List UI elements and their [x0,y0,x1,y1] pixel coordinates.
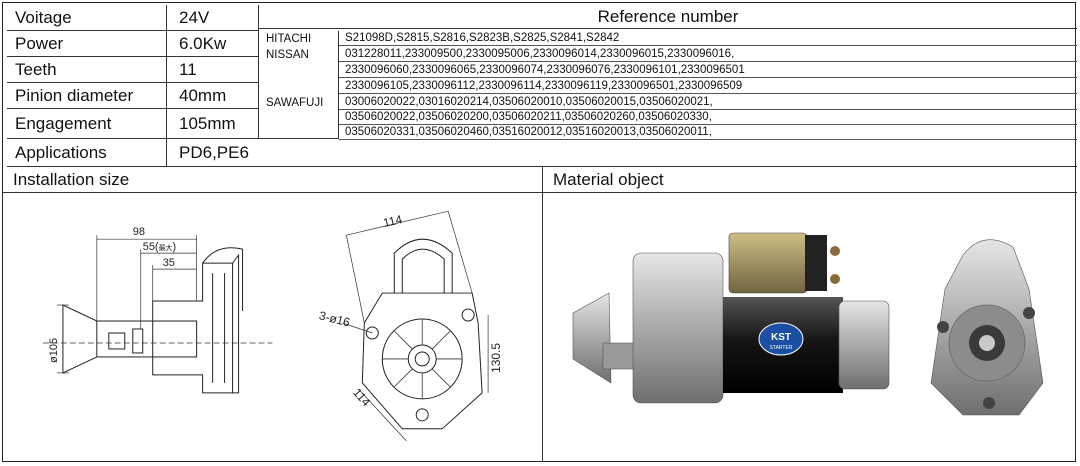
dim-130-label: 130.5 [489,343,503,373]
dim-105-label: ø105 [48,338,60,363]
section-installation-size: Installation size [3,167,543,193]
dim-114-bottom-label: 114 [350,386,373,410]
spec-value-applications: PD6,PE6 [167,139,1077,167]
spec-value-pinion-diameter: 40mm [167,83,259,109]
spec-value-engagement: 105mm [167,109,259,139]
dim-35-label: 35 [163,257,175,269]
ref-line: 2330096105,2330096112,2330096114,2330096… [339,79,1077,94]
ref-line: 03506020331,03506020460,03516020012,0351… [339,125,1077,140]
spec-label-power: Power [7,31,167,57]
spec-value-power: 6.0Kw [167,31,259,57]
ref-line: S21098D,S2815,S2816,S2823B,S2825,S2841,S… [339,31,1077,46]
photo-brand-label: KST [771,332,791,343]
spec-value-voltage: 24V [167,5,259,31]
ref-line: 031228011,233009500,2330095006,233009601… [339,47,1077,62]
photo-brand-sub: STARTER [770,345,793,351]
brand-hitachi: HITACHI [259,31,339,47]
ref-line: 03506020022,03506020200,03506020211,0350… [339,110,1077,125]
spec-label-pinion-diameter: Pinion diameter [7,83,167,109]
section-material-object: Material object [543,167,1077,193]
spec-label-applications: Applications [7,139,167,167]
ref-line: 03006020022,03016020214,03506020010,0350… [339,95,1077,110]
dim-98-label: 98 [133,226,145,238]
starter-front-view [930,239,1044,416]
installation-drawing: 98 55(最大) 35 ø105 [42,193,543,461]
dim-holes-label: 3-ø16 [318,308,352,329]
brand-nissan: NISSAN [259,47,339,95]
reference-title: Reference number [259,5,1077,29]
dim-114-top-label: 114 [382,212,404,230]
ref-line: 2330096060,2330096065,2330096074,2330096… [339,63,1077,78]
spec-label-teeth: Teeth [7,57,167,83]
spec-label-voltage: Voitage [7,5,167,31]
dim-55-label: 55(最大) [143,241,176,253]
material-photo: KST STARTER [572,232,1044,416]
spec-label-engagement: Engagement [7,109,167,139]
brand-sawafuji: SAWAFUJI [259,95,339,139]
spec-value-teeth: 11 [167,57,259,83]
starter-side-view: KST STARTER [572,232,890,404]
